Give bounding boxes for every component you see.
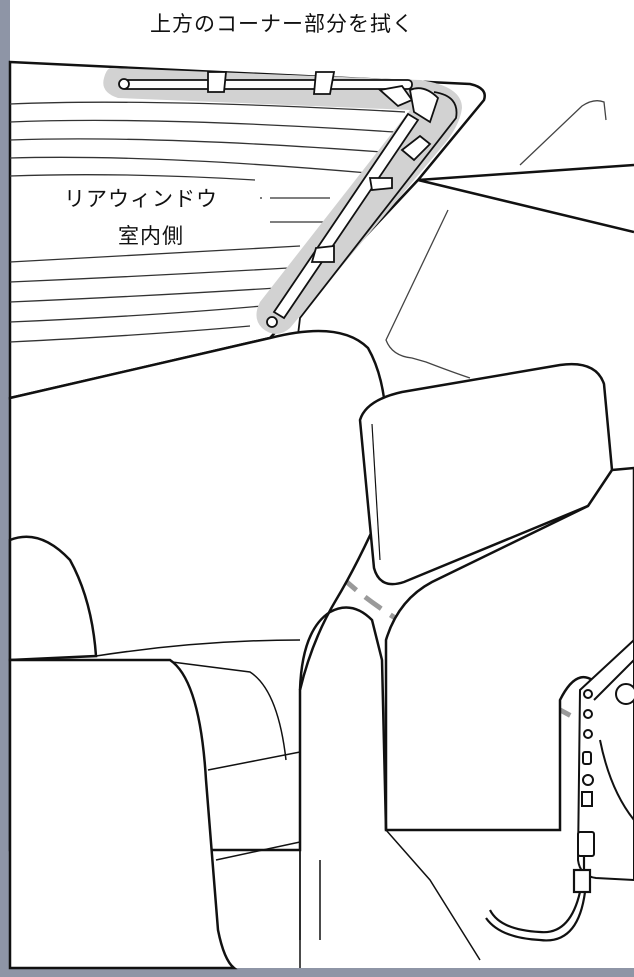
defroster-lines <box>9 101 406 343</box>
wiping-tool <box>118 71 458 336</box>
seat-cushion-lines <box>95 639 481 968</box>
front-seat-left <box>8 535 238 970</box>
power-cable <box>485 856 592 942</box>
side-window <box>385 100 607 379</box>
power-unit <box>576 638 634 882</box>
label-rear-window: リアウィンドウ <box>64 187 218 211</box>
label-top-corner: 上方のコーナー部分を拭く <box>150 12 414 36</box>
label-interior-side: 室内側 <box>118 224 184 248</box>
rear-pillar <box>417 163 634 234</box>
